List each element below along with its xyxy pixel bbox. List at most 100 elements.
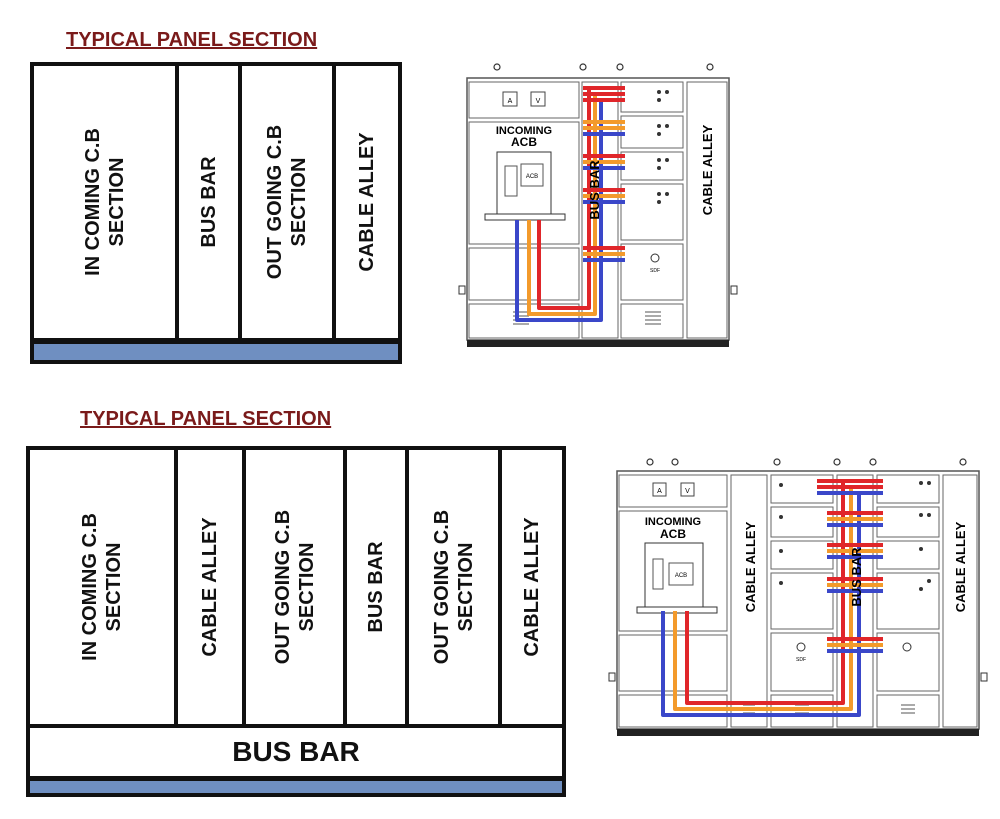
panel2-meter-v: V — [685, 488, 690, 495]
panel1-cable-alley — [686, 81, 728, 339]
panel2-feeder-r5 — [876, 632, 940, 692]
acb-indicator-icon — [652, 558, 664, 590]
side-handle-icon — [730, 285, 738, 295]
panel2-feeder-r2 — [876, 506, 940, 538]
ammeter-icon — [652, 482, 667, 497]
acb-window-icon — [668, 562, 694, 586]
sdf-switch-icon — [902, 642, 912, 652]
panel2-cable-alley-right-label: CABLE ALLEY — [953, 521, 968, 612]
lifting-hook-icon — [671, 458, 679, 466]
section2-outgoing-2-label-2: SECTION — [454, 542, 477, 632]
lifting-hook-icon — [646, 458, 654, 466]
lifting-hook-icon — [833, 458, 841, 466]
panel1-acb-label: ACB — [511, 135, 537, 149]
side-handle-icon — [458, 285, 466, 295]
panel2-cable-alley-left-label: CABLE ALLEY — [743, 521, 758, 612]
section2-cable-alley-2-label: CABLE ALLEY — [521, 517, 543, 657]
panel2-bus-conductors — [661, 479, 883, 717]
section1-busbar-label: BUS BAR — [197, 156, 220, 248]
panel2-feeder-l3 — [770, 540, 834, 570]
section1-cable-alley-label: CABLE ALLEY — [356, 132, 378, 272]
panel1-bus-conductors — [515, 86, 625, 322]
panel1-meter-v: V — [536, 98, 541, 105]
section2-outgoing-2-label-1: OUT GOING C.B — [430, 509, 453, 665]
panel1-feeder-1 — [620, 81, 684, 113]
panel1-feeder-5 — [620, 243, 684, 301]
voltmeter-icon — [680, 482, 695, 497]
panel1-feeder-bottom — [620, 303, 684, 339]
panel1-sdf-label: SDF — [650, 268, 660, 274]
feeder-indicator-icons — [657, 90, 669, 204]
section2-incoming-label-1: IN COMING C.B — [79, 513, 101, 661]
panel2-busbar-label: BUS BAR — [849, 547, 864, 607]
lifting-hook-icon — [493, 63, 501, 71]
section2-cable-alley-1: CABLE ALLEY — [174, 446, 246, 728]
acb-indicator-icon — [504, 165, 518, 197]
panel2-incoming-label: INCOMING — [645, 516, 701, 528]
lifting-hook-icon — [706, 63, 714, 71]
panel2-feeder-l2 — [770, 506, 834, 538]
section2-base — [26, 777, 566, 797]
panel1-cable-alley-label: CABLE ALLEY — [700, 124, 715, 215]
panel1-incoming-label: INCOMING — [496, 125, 552, 137]
panel1-meter-a: A — [508, 98, 513, 105]
panel1-acb-inner-label: ACB — [526, 174, 538, 180]
section2-bottom-bus-bar: BUS BAR — [26, 724, 566, 780]
side-handle-icon — [980, 672, 988, 682]
panel2-meter-a: A — [657, 488, 662, 495]
ammeter-icon — [502, 91, 518, 107]
vent-icon — [645, 311, 661, 325]
section1-base — [30, 340, 402, 364]
section1-incoming-label-1: IN COMING C.B — [81, 128, 104, 276]
section2-cable-alley-2: CABLE ALLEY — [498, 446, 566, 728]
panel1-feeder-4 — [620, 183, 684, 241]
section2-cable-alley-1-label: CABLE ALLEY — [199, 517, 221, 657]
section1-outgoing-label-2: SECTION — [288, 157, 310, 247]
side-handle-icon — [608, 672, 616, 682]
panel2-cable-alley-right — [942, 474, 978, 728]
lifting-hook-icon — [869, 458, 877, 466]
panel1-drawing: A V INCOMING ACB ACB SDF CABLE ALLEY — [458, 63, 738, 347]
section2-title: TYPICAL PANEL SECTION — [80, 408, 332, 430]
panel2-feeder-r-bottom — [876, 694, 940, 728]
section1-incoming-label-2: SECTION — [105, 157, 128, 247]
panel1-base — [467, 340, 729, 347]
panel2-sdf-label: SDF — [796, 657, 806, 663]
section1-title: TYPICAL PANEL SECTION — [66, 29, 318, 51]
panel2-feeder-r1 — [876, 474, 940, 504]
acb-window-icon — [520, 163, 544, 187]
panel2-acb-label: ACB — [660, 527, 686, 541]
panel2-cable-alley-left — [730, 474, 768, 728]
section1-bus-bar: BUS BAR — [175, 62, 242, 342]
panel2-feeder-r3 — [876, 540, 940, 570]
panel1-feeder-3 — [620, 151, 684, 181]
section1-outgoing-label-1: OUT GOING C.B — [264, 124, 286, 280]
lifting-hook-icon — [959, 458, 967, 466]
lifting-hook-icon — [579, 63, 587, 71]
section2-outgoing-1-label-1: OUT GOING C.B — [271, 509, 294, 665]
voltmeter-icon — [530, 91, 546, 107]
section2-incoming-label-2: SECTION — [103, 542, 125, 632]
panel1-feeder-2 — [620, 115, 684, 149]
panel1-lower-door — [468, 247, 580, 301]
sdf-switch-icon — [650, 253, 660, 263]
panel1-busbar-label: BUS BAR — [587, 160, 602, 220]
section2-bottom-busbar-label: BUS BAR — [232, 736, 360, 767]
acb-terminal-bar — [484, 213, 566, 221]
panel2-drawing: A V INCOMING ACB ACB CABLE ALLEY CABLE A… — [608, 458, 988, 736]
section2-outgoing-1-label-2: SECTION — [295, 542, 318, 632]
section2-busbar-label: BUS BAR — [365, 541, 387, 633]
panel2-base — [617, 729, 979, 736]
panel2-acb-inner-label: ACB — [675, 573, 687, 579]
lifting-hook-icon — [616, 63, 624, 71]
feeder-indicator-icons — [779, 481, 931, 591]
section1-cable-alley: CABLE ALLEY — [332, 62, 402, 342]
section2-bus-bar: BUS BAR — [343, 446, 409, 728]
panel2-meter-door — [618, 474, 728, 508]
panel1-meter-door — [468, 81, 580, 119]
